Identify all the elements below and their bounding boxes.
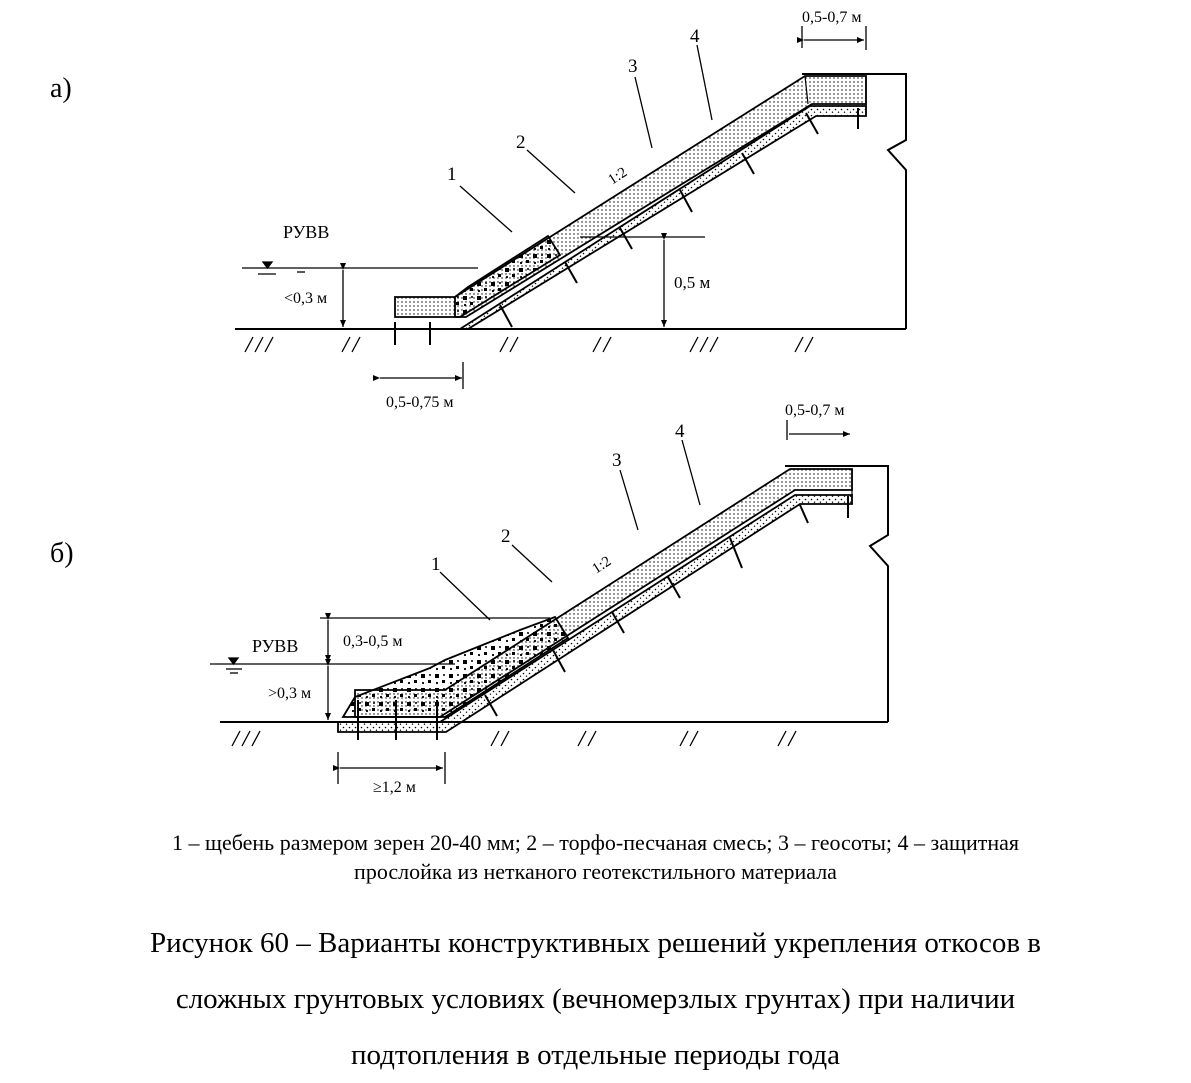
variant-b-tag: б)	[50, 538, 74, 569]
variant-a-anchors	[394, 108, 859, 345]
variant-b-anchors	[357, 496, 849, 740]
callout-2: 2	[501, 526, 511, 547]
variant-b: б)	[50, 402, 889, 796]
variant-b-labels: РУВВ >0,3 м 0,3-0,5 м ≥1,2 м 0,5-0,7 м 1…	[252, 402, 844, 796]
water-level-label: РУВВ	[283, 222, 329, 242]
legend-line-2: прослойка из нетканого геотекстильного м…	[354, 859, 837, 884]
embankment-break-line	[785, 465, 889, 722]
embankment-break-line	[802, 73, 907, 329]
variant-a-tag: а)	[50, 73, 72, 104]
variant-b-revetment	[337, 468, 853, 733]
callout-leader-3	[634, 76, 653, 149]
slope-reinforcement-diagram: а)	[50, 9, 907, 796]
callout-2: 2	[516, 132, 526, 153]
depth-label: <0,3 м	[284, 290, 327, 307]
top-width-label: 0,5-0,7 м	[802, 9, 861, 26]
callout-leader-2	[526, 149, 576, 194]
geocell-cross-line	[804, 75, 809, 105]
figure-caption-line-3: подтопления в отдельные периоды года	[350, 1039, 841, 1071]
callout-leader-4	[681, 439, 701, 506]
water-level-symbol	[261, 261, 274, 270]
variant-a-hatching	[244, 336, 814, 353]
gravel-fill	[454, 234, 562, 318]
variant-a-ground	[235, 73, 907, 330]
callout-1: 1	[431, 554, 441, 575]
gravel-fill	[341, 615, 570, 718]
legend-line-1: 1 – щебень размером зерен 20-40 мм; 2 – …	[172, 830, 1019, 855]
figure-caption-line-1: Рисунок 60 – Варианты конструктивных реш…	[150, 927, 1041, 959]
slope-label: 1:2	[589, 553, 614, 577]
rise-label: 0,3-0,5 м	[343, 633, 402, 650]
top-width-label: 0,5-0,7 м	[785, 402, 844, 419]
toe-width-label: ≥1,2 м	[373, 779, 416, 796]
toe-width-label: 0,5-0,75 м	[386, 394, 453, 411]
callout-leader-1	[439, 571, 491, 621]
variant-a-water	[242, 26, 867, 389]
figure-caption-line-2: сложных грунтовых условиях (вечномерзлых…	[175, 983, 1016, 1015]
figure-caption: Рисунок 60 – Варианты конструктивных реш…	[0, 915, 1191, 1083]
callout-4: 4	[675, 421, 685, 442]
legend: 1 – щебень размером зерен 20-40 мм; 2 – …	[0, 828, 1191, 886]
rise-label: 0,5 м	[674, 273, 711, 292]
callout-1: 1	[447, 164, 457, 185]
callout-leader-1	[459, 185, 513, 233]
variant-b-water	[210, 420, 850, 784]
slope-label: 1:2	[605, 164, 630, 188]
callout-leader-4	[696, 44, 713, 121]
callout-4: 4	[690, 26, 700, 47]
water-level-symbol	[227, 657, 240, 666]
variant-a-revetment	[380, 75, 867, 330]
callout-leader-2	[511, 544, 553, 583]
callout-3: 3	[628, 56, 638, 77]
variant-b-hatching	[231, 730, 797, 747]
water-level-label: РУВВ	[252, 636, 298, 656]
variant-b-ground	[220, 465, 889, 723]
variant-a-labels: РУВВ <0,3 м 0,5 м 0,5-0,75 м 0,5-0,7 м 1…	[283, 9, 861, 411]
variant-a: а)	[50, 9, 907, 411]
callout-3: 3	[612, 450, 622, 471]
geocell-layer	[394, 75, 867, 318]
depth-label: >0,3 м	[268, 685, 311, 702]
callout-leader-3	[619, 469, 639, 531]
